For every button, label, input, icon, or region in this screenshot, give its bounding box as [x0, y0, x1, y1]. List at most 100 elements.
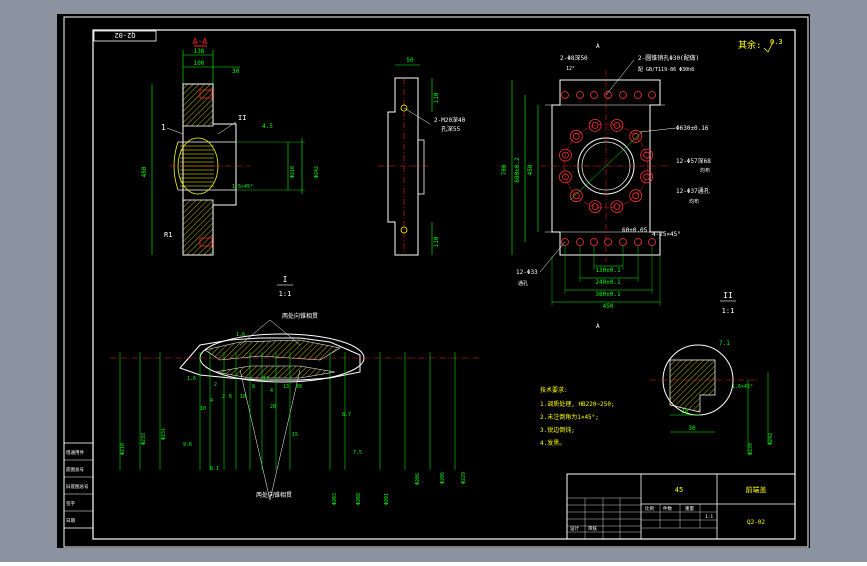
svg-text:30: 30: [688, 425, 696, 432]
svg-text:2-圆锥销孔Φ30(配做): 2-圆锥销孔Φ30(配做): [638, 54, 699, 62]
svg-text:通孔: 通孔: [518, 280, 528, 287]
bolt-hole: [629, 189, 643, 203]
bolt-hole: [559, 170, 572, 184]
detail-I-view: I 1:1 两处向锥相贯 两处向锥相贯 1.6 1.6 2 10 4 2 10 …: [110, 275, 480, 505]
svg-text:旧底图总号: 旧底图总号: [66, 483, 89, 490]
svg-text:450: 450: [527, 164, 534, 175]
bolt-hole: [588, 119, 602, 132]
svg-text:签字: 签字: [66, 500, 75, 507]
svg-text:Φ239: Φ239: [748, 443, 754, 455]
svg-text:两处向锥相贯: 两处向锥相贯: [256, 491, 292, 499]
bolt-hole: [640, 170, 653, 184]
svg-text:4: 4: [270, 388, 273, 394]
svg-text:700: 700: [501, 164, 508, 175]
svg-text:重量: 重量: [685, 505, 694, 512]
title-block: 前端盖 45 Q2-02 设计 审核 比例 重量 件数 1:1: [566, 473, 796, 540]
svg-text:孔深55: 孔深55: [441, 125, 461, 133]
roughness-symbol: [763, 39, 775, 53]
svg-text:50: 50: [406, 57, 414, 64]
svg-text:10: 10: [240, 394, 246, 400]
svg-text:15: 15: [292, 432, 298, 438]
svg-text:Φ205: Φ205: [440, 472, 446, 484]
bolt-hole-inner: [632, 132, 640, 140]
svg-text:16: 16: [681, 408, 689, 415]
bolt-hole: [640, 148, 653, 162]
bolt-hole: [610, 200, 624, 214]
svg-text:审核: 审核: [588, 525, 597, 532]
svg-text:8.1: 8.1: [210, 466, 219, 472]
detail-II-view: II 1:1 7.1 1.6×45° 16 30 Φ239 Φ242: [650, 291, 774, 455]
svg-text:12: 12: [263, 376, 269, 382]
svg-text:45: 45: [675, 486, 683, 494]
svg-text:1.6×45°: 1.6×45°: [732, 384, 753, 390]
svg-text:3.锐边倒钝;: 3.锐边倒钝;: [540, 426, 575, 434]
svg-text:A: A: [596, 43, 600, 50]
bolt-hole-inner: [562, 151, 569, 159]
svg-text:9.6: 9.6: [183, 442, 192, 448]
bolt-hole: [610, 119, 624, 132]
roughness-value: 6.3: [770, 38, 783, 46]
svg-text:2-M20深40: 2-M20深40: [434, 116, 466, 124]
svg-text:II: II: [723, 291, 733, 300]
svg-text:2.未注倒角为1×45°;: 2.未注倒角为1×45°;: [540, 413, 599, 421]
svg-text:比例: 比例: [645, 505, 654, 512]
svg-text:技术要求:: 技术要求:: [540, 386, 568, 394]
svg-text:均布: 均布: [689, 198, 699, 205]
bolt-hole: [569, 189, 583, 203]
svg-text:2: 2: [214, 382, 217, 388]
svg-text:Φ232: Φ232: [141, 433, 147, 445]
svg-text:借通用件: 借通用件: [66, 449, 84, 456]
bolt-hole-inner: [643, 151, 650, 159]
bolt-hole: [629, 129, 643, 143]
svg-text:600±0.2: 600±0.2: [514, 157, 521, 183]
svg-text:4.5: 4.5: [262, 123, 273, 130]
svg-text:均布: 均布: [700, 167, 710, 174]
svg-text:2: 2: [222, 394, 225, 400]
bolt-hole-inner: [572, 132, 580, 140]
svg-text:30: 30: [296, 384, 302, 390]
svg-text:1:1: 1:1: [279, 290, 292, 298]
svg-text:100: 100: [194, 60, 205, 67]
bolt-hole: [569, 129, 583, 143]
bolt-hole-inner: [591, 122, 599, 129]
svg-text:1.6: 1.6: [236, 332, 245, 338]
svg-text:12-Φ37通孔: 12-Φ37通孔: [676, 187, 710, 195]
svg-text:件数: 件数: [663, 505, 672, 512]
svg-text:1.调质处理, HB220~250;: 1.调质处理, HB220~250;: [540, 400, 615, 408]
svg-text:1.5×45°: 1.5×45°: [232, 184, 253, 190]
svg-text:Φ203: Φ203: [332, 493, 338, 505]
svg-text:1: 1: [161, 123, 166, 132]
svg-text:II: II: [238, 114, 246, 122]
svg-text:30: 30: [232, 68, 240, 75]
section-mark: A-A: [193, 37, 208, 46]
svg-text:Φ242: Φ242: [314, 166, 320, 178]
svg-text:I: I: [283, 275, 288, 284]
svg-text:138: 138: [194, 48, 205, 55]
svg-text:日期: 日期: [66, 518, 75, 524]
left-section-view: 138 100 30 450 1 II R1 4.5: [141, 48, 320, 256]
svg-text:配 GB/T119-86 Φ30h8: 配 GB/T119-86 Φ30h8: [638, 67, 694, 73]
svg-text:6: 6: [229, 394, 232, 400]
svg-text:13: 13: [283, 384, 289, 390]
svg-text:底图总号: 底图总号: [66, 466, 84, 473]
svg-text:两处向锥相贯: 两处向锥相贯: [282, 312, 318, 320]
svg-text:8: 8: [252, 384, 255, 390]
svg-text:Φ242: Φ242: [768, 433, 774, 445]
front-view: A A 2-Φ8深50 12° 2-圆锥销孔Φ30(配做) 配 GB/T119-…: [501, 43, 711, 330]
svg-text:Φ210: Φ210: [290, 166, 296, 178]
svg-text:2-Φ8深50: 2-Φ8深50: [560, 54, 588, 62]
bolt-hole: [559, 148, 572, 162]
bolt-hole-inner: [632, 192, 640, 200]
svg-text:Φ206: Φ206: [415, 473, 421, 485]
svg-text:Φ208: Φ208: [356, 493, 362, 505]
svg-text:110: 110: [433, 236, 440, 247]
drawing-number-text: Q2-02: [114, 31, 135, 39]
svg-text:设计: 设计: [570, 525, 579, 532]
svg-text:R1: R1: [164, 231, 172, 239]
svg-text:Q2-02: Q2-02: [747, 519, 765, 526]
bolt-hole-inner: [562, 173, 569, 181]
svg-text:130±0.1: 130±0.1: [595, 267, 621, 274]
bolt-hole: [588, 200, 602, 214]
